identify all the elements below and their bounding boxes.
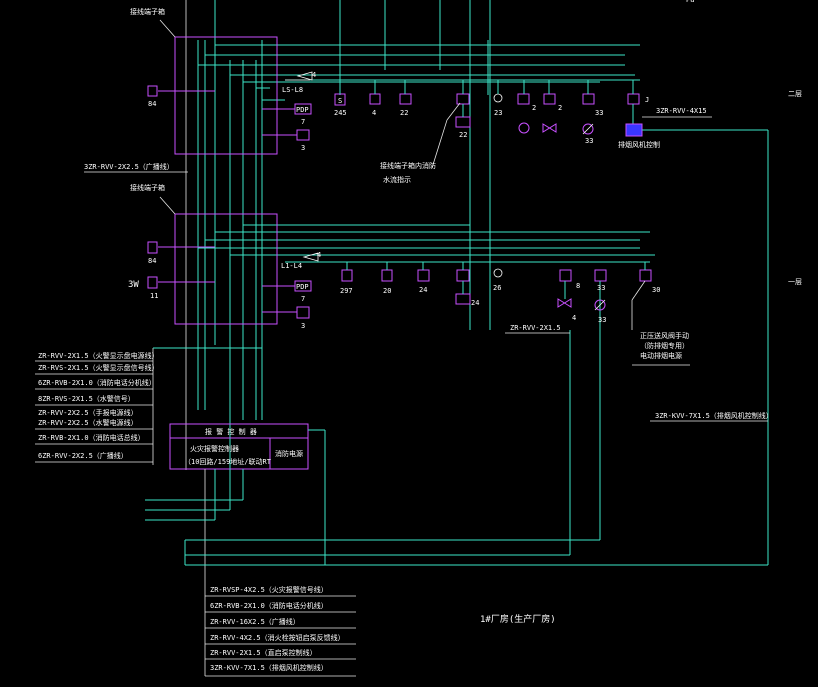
lower-device-fan: 30 正压送风阀手动 （防排烟专用） 电动排烟电源 (631, 262, 690, 366)
upper-terminal-84: 84 (148, 100, 156, 108)
panel-line1: 火灾报警控制器 (190, 444, 239, 453)
bottom-cable-list: ZR-RVSP-4X2.5（火灾报警信号线） 6ZR-RVB-2X1.0（消防电… (205, 585, 356, 677)
label-lower-devices-0-num: 297 (340, 287, 353, 295)
lower-device-S: 297 (340, 262, 353, 295)
label-lower-phone_num: 3 (301, 322, 305, 330)
label-lower-amp_num: 4 (317, 251, 321, 259)
label-bottom_cables-1: 6ZR-RVB-2X1.0（消防电话分机线） (210, 601, 328, 610)
footer-title: 1#厂房(生产厂房) (480, 613, 556, 625)
upper-phone-num: 3 (301, 144, 305, 152)
label-upper-devices-1-num: 4 (372, 109, 376, 117)
label-lower-devices-2-num: 24 (419, 286, 427, 294)
label-upper-annotation_1: 接线端子箱内消防 (380, 161, 436, 170)
lower-panel-tag: L1-L4 (281, 262, 302, 270)
label-upper-devices-7-num: 33 (595, 109, 603, 117)
label-upper-annotation_2: 水流指示 (383, 175, 411, 184)
lower-side-label: 3W (128, 280, 139, 290)
upper-amp-num: 4 (312, 71, 316, 79)
label-lower-pdp: PDP (296, 283, 309, 291)
lower-device-pie: 26 (493, 268, 503, 292)
panel-title: 报 警 控 制 器 (205, 427, 257, 436)
lower-bus-lines (198, 224, 655, 263)
label-left_cables-2: 6ZR-RVB-2X1.0（消防电话分机线） (38, 378, 156, 387)
label-lower-note_2: （防排烟专用） (640, 341, 689, 350)
fire-alarm-panel: 报 警 控 制 器 火灾报警控制器 （10回路/159地址/联动RT 消防电源 (169, 423, 326, 565)
label-lower-devices-5-num: 8 (576, 282, 580, 290)
label-left_cables-3: 8ZR-RVS-2X1.5（水警信号） (38, 394, 135, 403)
lower-device-slash: 33 33 (594, 269, 607, 324)
upper-bus-lines (198, 44, 640, 101)
label-bottom_cables-5: 3ZR-KVV-7X1.5（排烟风机控制线） (210, 663, 328, 672)
label-left_cables-0: ZR-RVV-2X1.5（火警显示盘电源线） (38, 351, 159, 360)
lower-mid-cable: ZR-RVV-2X1.5 (510, 324, 561, 332)
upper-terminal-box: 接线端子箱 84 LS-L8 PDP 7 3 4 (130, 7, 316, 155)
label-upper-devices-8-num: J (645, 96, 649, 104)
svg-text:4: 4 (572, 314, 576, 322)
svg-text:33: 33 (598, 316, 606, 324)
floor-label-one: 一层 (788, 278, 802, 286)
label-lower-devices-4-num: 26 (493, 284, 501, 292)
label-lower-devices-7-num: 30 (652, 286, 660, 294)
label-upper-devices-6-num: 2 (558, 104, 562, 112)
label-bottom_cables-0: ZR-RVSP-4X2.5（火灾报警信号线） (210, 585, 328, 594)
label-left_cables-1: ZR-RVS-2X1.5（火警显示盘信号线） (38, 363, 159, 372)
upper-device-slash: 33 33 (582, 80, 603, 145)
upper-devices: S 245 4 22 22 23 (334, 80, 768, 184)
upper-panel-tag: LS-L8 (282, 86, 303, 94)
label-lower-devices-1-num: 20 (383, 287, 391, 295)
upper-box-label: 接线端子箱 (130, 7, 165, 16)
vertical-trunks (185, 0, 769, 565)
upper-pdp: PDP (296, 106, 309, 114)
upper-device-fan: J 3ZR-RVV-4X15 排烟风机控制 (618, 80, 768, 149)
label-upper-devices-3-num: 22 (459, 131, 467, 139)
label-upper-devices-0-num: 245 (334, 109, 347, 117)
label-lower-devices-3-num: 24 (471, 299, 479, 307)
upper-device-Y: 22 (399, 80, 412, 117)
label-left_cables-6: ZR-RVB-2X1.0（消防电话总线） (38, 433, 145, 442)
svg-text:S: S (338, 97, 342, 105)
lower-devices: 297 20 24 24 26 8 4 (340, 262, 690, 366)
lower-device-I: 20 (381, 262, 393, 295)
panel-side: 消防电源 (275, 449, 303, 458)
label-bottom_cables-3: ZR-RVV-4X2.5（消火栓按钮启泵反馈线） (210, 633, 345, 642)
lower-device-valve: 8 4 (557, 269, 580, 322)
label-upper-devices-5-num: 2 (532, 104, 536, 112)
label-lower-pdp_num: 7 (301, 295, 305, 303)
svg-text:33: 33 (585, 137, 593, 145)
upper-device-valve: 2 (542, 80, 562, 133)
corner-mark: Pa (686, 0, 694, 4)
floor-label-two: 二层 (788, 90, 802, 98)
label-bottom_cables-4: ZR-RVV-2X1.5（直启泵控制线） (210, 648, 317, 657)
upper-device-circle: 2 (517, 80, 536, 134)
bottom-bus-lines (145, 469, 768, 676)
upper-left-cable: 3ZR-RVV-2X2.5（广播线） (84, 162, 174, 171)
panel-line2: （10回路/159地址/联动RT (184, 457, 272, 466)
right-cable-label: 3ZR-KVV-7X1.5（排烟风机控制线） (655, 411, 773, 420)
lower-device-Y: 24 (417, 262, 430, 294)
upper-annotation: 接线端子箱内消防 水流指示 (380, 102, 461, 184)
label-left_cables-7: 6ZR-RVV-2X2.5（广播线） (38, 451, 128, 460)
label-upper-devices-4-num: 23 (494, 109, 502, 117)
lower-terminal-84: 84 (148, 257, 156, 265)
left-cable-list: ZR-RVV-2X1.5（火警显示盘电源线） ZR-RVS-2X1.5（火警显示… (35, 347, 262, 465)
upper-device-BB: 22 (455, 80, 471, 139)
label-bottom_cables-2: ZR-RVV-16X2.5（广播线） (210, 617, 300, 626)
lower-terminal-box: 接线端子箱 84 11 3W L1-L4 PDP 7 3 4 (128, 183, 321, 330)
upper-device-S: S 245 (334, 80, 347, 117)
upper-fan-cable: 3ZR-RVV-4X15 (656, 107, 707, 115)
lower-box-label: 接线端子箱 (130, 183, 165, 192)
label-lower-note_1: 正压送风阀手动 (640, 331, 689, 340)
label-left_cables-5: ZR-RVV-2X2.5（水警电源线） (38, 418, 138, 427)
lower-device-BB: 24 (455, 262, 479, 307)
lower-terminal-11: 11 (150, 292, 158, 300)
label-lower-devices-6-num: 33 (597, 284, 605, 292)
upper-device-I: 4 (369, 80, 381, 117)
upper-pdp-num: 7 (301, 118, 305, 126)
upper-fan-label: 排烟风机控制 (618, 140, 660, 149)
label-upper-devices-2-num: 22 (400, 109, 408, 117)
upper-device-pie: 23 (493, 80, 502, 117)
label-lower-note_3: 电动排烟电源 (640, 351, 682, 360)
label-left_cables-4: ZR-RVV-2X2.5（手报电源线） (38, 408, 138, 417)
